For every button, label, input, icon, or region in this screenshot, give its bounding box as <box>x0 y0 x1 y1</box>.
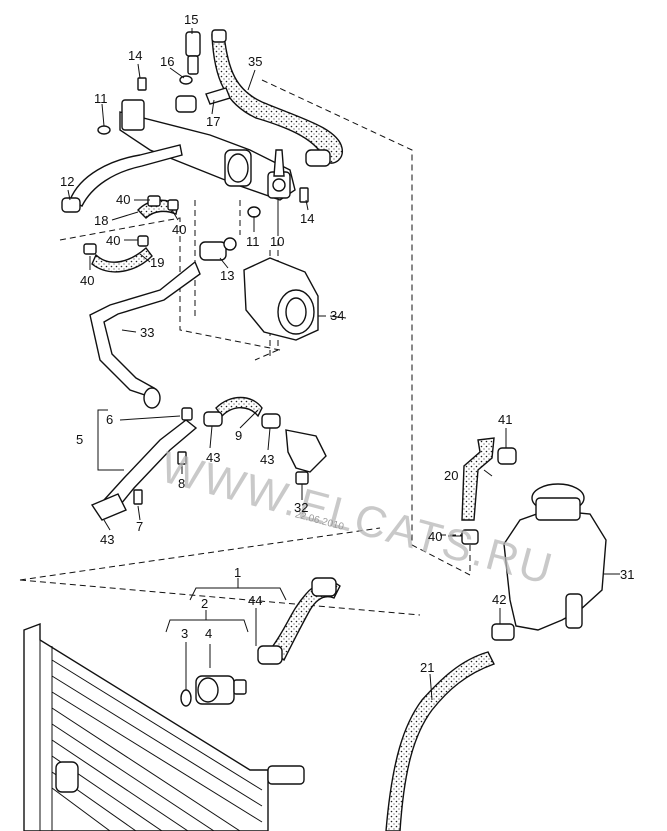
coolant-hose-9 <box>203 396 281 429</box>
callout-3: 3 <box>181 626 188 641</box>
callout-2: 2 <box>201 596 208 611</box>
leader-lines <box>67 28 620 701</box>
callout-labels: 1 2 3 4 5 6 7 8 9 10 11 11 12 13 14 14 1… <box>60 12 634 675</box>
callout-19: 19 <box>150 255 164 270</box>
callout-42: 42 <box>492 592 506 607</box>
callout-40a: 40 <box>116 192 130 207</box>
callout-40c: 40 <box>106 233 120 248</box>
callout-40b: 40 <box>172 222 186 237</box>
callout-7: 7 <box>136 519 143 534</box>
coolant-pipe-33 <box>89 260 201 409</box>
bolts-and-gaskets <box>97 77 309 218</box>
callout-41: 41 <box>498 412 512 427</box>
callout-17: 17 <box>206 114 220 129</box>
callout-20: 20 <box>444 468 458 483</box>
callout-43c: 43 <box>100 532 114 547</box>
connector-13 <box>199 237 237 261</box>
callout-11a: 11 <box>94 91 108 106</box>
callout-40e: 40 <box>428 529 442 544</box>
callout-13: 13 <box>220 268 234 283</box>
radiator <box>23 622 305 831</box>
temperature-sender-15 <box>179 31 201 85</box>
coolant-hose-20 <box>461 437 517 521</box>
callout-8: 8 <box>178 476 185 491</box>
coolant-hose-12 <box>61 144 183 213</box>
callout-12: 12 <box>60 174 74 189</box>
coolant-pipe-5 <box>90 407 198 521</box>
callout-32: 32 <box>294 500 308 515</box>
callout-5: 5 <box>76 432 83 447</box>
callout-43a: 43 <box>206 450 220 465</box>
expansion-tank-31 <box>491 483 607 641</box>
callout-1: 1 <box>234 565 241 580</box>
callout-33: 33 <box>140 325 154 340</box>
callout-4: 4 <box>205 626 212 641</box>
callout-11b: 11 <box>246 234 260 249</box>
hose-clamp-40-tank <box>461 529 479 545</box>
coolant-hose-1 <box>257 577 341 665</box>
callout-18: 18 <box>94 213 108 228</box>
thermostat-housing-34 <box>243 257 319 341</box>
callout-21: 21 <box>420 660 434 675</box>
callout-35: 35 <box>248 54 262 69</box>
assembly-dashed-lines <box>19 79 471 616</box>
callout-10: 10 <box>270 234 284 249</box>
callout-31: 31 <box>620 567 634 582</box>
coolant-flange-assembly <box>119 87 296 201</box>
coolant-hose-21 <box>385 651 495 831</box>
coolant-hose-35 <box>211 29 343 167</box>
thermostat-part-4 <box>180 675 247 707</box>
callout-15: 15 <box>184 12 198 27</box>
callout-40d: 40 <box>80 273 94 288</box>
callout-14b: 14 <box>300 211 314 226</box>
callout-16: 16 <box>160 54 174 69</box>
coolant-hose-19 <box>83 235 153 273</box>
callout-34: 34 <box>330 308 344 323</box>
callout-6: 6 <box>106 412 113 427</box>
coolant-hose-18 <box>137 195 179 219</box>
callout-43b: 43 <box>260 452 274 467</box>
callout-44: 44 <box>248 593 262 608</box>
callout-9: 9 <box>235 428 242 443</box>
watermark: WWW.ELCATS.RU <box>156 443 559 595</box>
callout-14a: 14 <box>128 48 142 63</box>
